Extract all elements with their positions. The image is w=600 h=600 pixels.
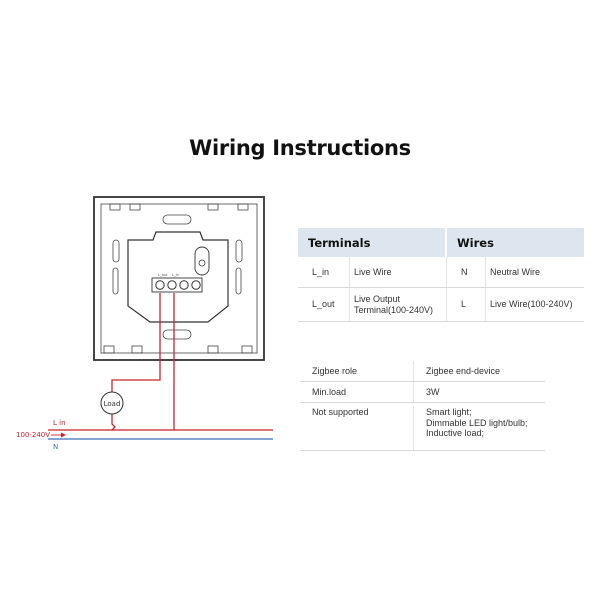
spec-key: Zigbee role xyxy=(300,361,414,381)
wire-desc-cell: Live Wire(100-240V) xyxy=(490,299,573,309)
terminal-label-lout: L_out xyxy=(158,273,168,277)
spec-value: Smart light; Dimmable LED light/bulb; In… xyxy=(426,407,528,438)
live-wires xyxy=(48,293,273,431)
load-symbol: Load xyxy=(100,391,124,415)
table-row: L_in Live Wire N Neutral Wire xyxy=(298,257,584,288)
spec-value: 3W xyxy=(426,386,440,397)
arrow-icon xyxy=(51,432,66,438)
page-title: Wiring Instructions xyxy=(189,136,411,160)
voltage-label: 100-240V xyxy=(16,431,50,439)
wires-header: Wires xyxy=(447,228,584,257)
terminal-cell: L_in xyxy=(298,257,350,287)
terminal-cell: L_out xyxy=(298,288,350,321)
spec-key: Min.load xyxy=(300,382,414,402)
spec-key: Not supported xyxy=(300,407,414,450)
spec-value: Zigbee end-device xyxy=(426,365,501,376)
terminals-header: Terminals xyxy=(298,228,445,257)
terminal-desc-cell: Live Wire xyxy=(350,257,447,287)
spec-row: Not supported Smart light; Dimmable LED … xyxy=(300,403,545,451)
load-label: Load xyxy=(104,400,121,408)
wire-cell: N xyxy=(447,257,486,287)
l-in-label: L in xyxy=(53,419,66,427)
n-label: N xyxy=(53,443,58,451)
terminal-desc-cell: Live Output Terminal(100-240V) xyxy=(350,288,447,321)
switch-module: L_out L_in xyxy=(93,196,265,361)
spec-table: Zigbee role Zigbee end-device Min.load 3… xyxy=(300,361,545,451)
terminal-label-lin: L_in xyxy=(172,273,179,277)
wire-cell: L xyxy=(447,288,486,321)
spec-row: Min.load 3W xyxy=(300,382,545,403)
table-row: L_out Live Output Terminal(100-240V) L L… xyxy=(298,288,584,322)
terminals-table-header: Terminals Wires xyxy=(298,228,584,257)
terminals-table: Terminals Wires L_in Live Wire N Neutral… xyxy=(298,228,584,322)
spec-row: Zigbee role Zigbee end-device xyxy=(300,361,545,382)
wire-desc-cell: Neutral Wire xyxy=(490,266,541,277)
